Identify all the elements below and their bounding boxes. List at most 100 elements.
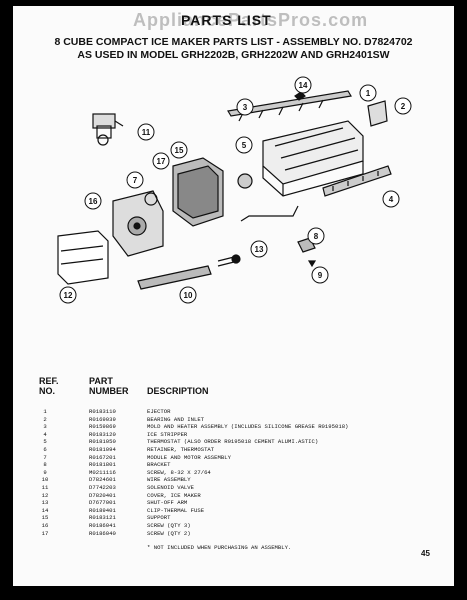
part-number: R0169039 [89,415,116,423]
table-row: 7 R0167201 MODULE AND MOTOR ASSEMBLY [13,454,454,463]
part-number: R0181050 [89,438,116,446]
callout-3-label: 3 [243,103,248,112]
part-description: MOLD AND HEATER ASSEMBLY (INCLUDES SILIC… [147,423,349,431]
part-number: R0183121 [89,514,116,522]
part-description: CLIP-THERMAL FUSE [147,506,205,514]
callout-4-label: 4 [389,195,394,204]
table-row: 14 R0189401 CLIP-THERMAL FUSE [13,507,454,516]
page-number: 45 [421,549,430,558]
part-number: R0159869 [89,423,116,431]
part-number: R0186040 [89,529,116,537]
callout-3: 3 [236,98,254,116]
screw-drawing [307,260,317,268]
part-description: WIRE ASSEMBLY [147,476,191,484]
part-number: R0167201 [89,453,116,461]
callout-12: 12 [59,286,77,304]
part-number: M0211116 [89,468,116,476]
callout-9-label: 9 [318,271,323,280]
part-description: SCREW (QTY 3) [147,522,191,529]
callout-13: 13 [250,240,268,258]
mold-assembly-drawing [262,120,364,197]
callout-15: 15 [170,141,188,159]
ref-number: 8 [43,461,47,469]
wire-assembly-drawing [137,254,241,290]
callout-16: 16 [84,192,102,210]
callout-17: 17 [152,152,170,170]
callout-10-label: 10 [184,291,193,300]
ref-header: REF. [39,376,59,386]
callout-7: 7 [126,171,144,189]
watermark-text: AppliancePartsPros.com [133,10,369,30]
part-description: THERMOSTAT (ALSO ORDER R0195018 CEMENT A… [147,438,319,446]
callout-11-label: 11 [142,128,151,137]
thermal-fuse-clip-drawing [294,91,306,101]
part-description: BRACKET [147,461,171,469]
part-number: R0186041 [89,522,116,529]
callout-1: 1 [359,84,377,102]
callout-14: 14 [294,76,312,94]
ejector-drawing [227,90,352,122]
ref-header-no: NO. [39,386,56,396]
callout-14-label: 14 [299,81,308,90]
thermostat-drawing [237,173,253,189]
page-title: PARTS LIST [181,12,272,28]
parts-sheet: AppliancePartsPros.com PARTS LIST 8 CUBE… [13,6,454,586]
callout-13-label: 13 [255,245,264,254]
part-description: SHUT-OFF ARM [147,499,188,507]
bearing-drawing [367,100,388,127]
table-row: 16 R0186041 SCREW (QTY 3) [13,522,454,531]
part-description: ICE STRIPPER [147,430,188,438]
part-description: MODULE AND MOTOR ASSEMBLY [147,453,231,461]
part-description: BEARING AND INLET [147,415,205,423]
callout-16-label: 16 [89,197,98,206]
cover-drawing [57,230,109,285]
ref-number: 4 [43,430,47,438]
ref-number: 10 [41,476,49,484]
motor-module-drawing [112,190,164,257]
description-header: DESCRIPTION [147,386,209,396]
callout-2: 2 [394,97,412,115]
part-number-header: NUMBER [89,386,129,396]
table-row: 11 D7742203 SOLENOID VALVE [13,484,454,493]
ref-number: 13 [41,499,49,507]
footnote: * NOT INCLUDED WHEN PURCHASING AN ASSEMB… [147,544,292,551]
callout-7-label: 7 [133,176,138,185]
ref-number: 16 [41,522,49,529]
ref-number: 9 [43,468,47,476]
table-row: 9 M0211116 SCREW, 8-32 X 27/64 [13,469,454,478]
models-header: AS USED IN MODEL GRH2202B, GRH2202W AND … [77,49,390,61]
callout-8-label: 8 [314,232,319,241]
ref-number: 17 [41,529,49,537]
part-description: EJECTOR [147,408,171,415]
callout-12-label: 12 [64,291,73,300]
callout-5: 5 [235,136,253,154]
solenoid-valve-drawing [92,113,124,146]
part-number: D7742203 [89,484,116,491]
callout-1-label: 1 [366,89,371,98]
part-number: R0189401 [89,506,116,514]
part-description: SUPPORT [147,514,171,522]
ref-number: 7 [43,453,47,461]
part-description: SCREW, 8-32 X 27/64 [147,468,211,476]
part-header: PART [89,376,113,386]
part-description: SCREW (QTY 2) [147,529,191,537]
ref-number: 14 [41,506,49,514]
callout-10: 10 [179,286,197,304]
callout-9: 9 [311,266,329,284]
ref-number: 11 [41,484,49,491]
callout-4: 4 [382,190,400,208]
assembly-header: 8 CUBE COMPACT ICE MAKER PARTS LIST - AS… [54,36,413,48]
part-number: R0183110 [89,408,116,415]
ref-number: 6 [43,446,47,453]
module-housing-drawing [172,157,224,227]
part-description: SOLENOID VALVE [147,484,194,491]
